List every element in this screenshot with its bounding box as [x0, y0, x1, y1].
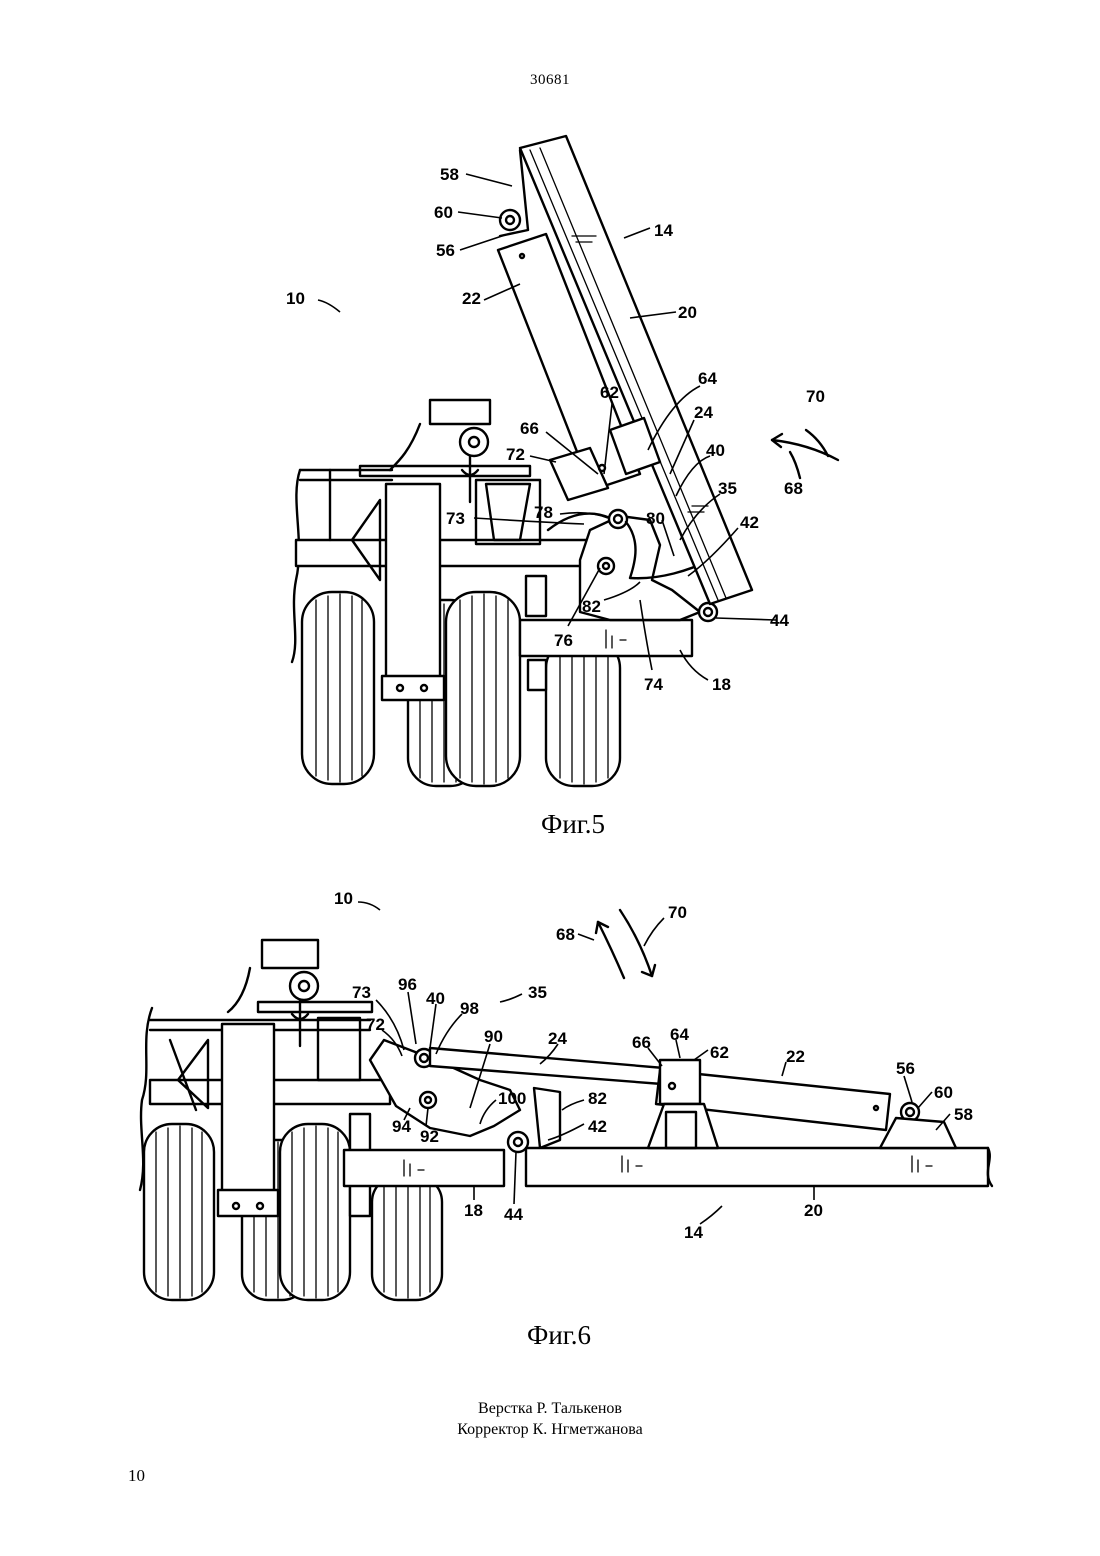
wheel [144, 1124, 214, 1300]
ref-label: 62 [710, 1043, 729, 1062]
ref-label: 42 [588, 1117, 607, 1136]
ref-label: 22 [786, 1047, 805, 1066]
ref-label: 44 [504, 1205, 523, 1224]
page-number: 10 [128, 1466, 145, 1486]
ref-label: 72 [366, 1015, 385, 1034]
ref-label: 64 [670, 1025, 689, 1044]
ref-label: 96 [398, 975, 417, 994]
figure-6-drawing: 10 70 68 35 73 96 40 98 72 90 24 66 64 6… [0, 0, 1100, 1320]
ref-label: 10 [334, 889, 353, 908]
credits: Верстка Р. Талькенов Корректор К. Нгметж… [0, 1398, 1100, 1440]
ref-label: 58 [954, 1105, 973, 1124]
wing-beam-20 [526, 1148, 992, 1186]
wheel [280, 1124, 350, 1300]
ref-label: 24 [548, 1029, 567, 1048]
ref-label: 20 [804, 1201, 823, 1220]
ref-label: 14 [684, 1223, 703, 1242]
ref-label: 60 [934, 1083, 953, 1102]
ref-label: 35 [528, 983, 547, 1002]
rotation-arrows [596, 910, 655, 978]
credit-layout: Верстка Р. Талькенов [0, 1398, 1100, 1419]
credit-proofreader: Корректор К. Нгметжанова [0, 1419, 1100, 1440]
ref-label: 100 [498, 1089, 526, 1108]
ref-label: 70 [668, 903, 687, 922]
ref-label: 98 [460, 999, 479, 1018]
figure-6-caption: Фиг.6 [527, 1320, 591, 1351]
ref-label: 90 [484, 1027, 503, 1046]
ref-label: 82 [588, 1089, 607, 1108]
ref-label: 73 [352, 983, 371, 1002]
wheel [372, 1176, 442, 1300]
frame-beam-18 [344, 1150, 504, 1186]
ref-label: 40 [426, 989, 445, 1008]
ref-label: 68 [556, 925, 575, 944]
ref-label: 66 [632, 1033, 651, 1052]
ref-label: 56 [896, 1059, 915, 1078]
ref-label: 94 [392, 1117, 411, 1136]
ref-label: 92 [420, 1127, 439, 1146]
ref-label: 18 [464, 1201, 483, 1220]
